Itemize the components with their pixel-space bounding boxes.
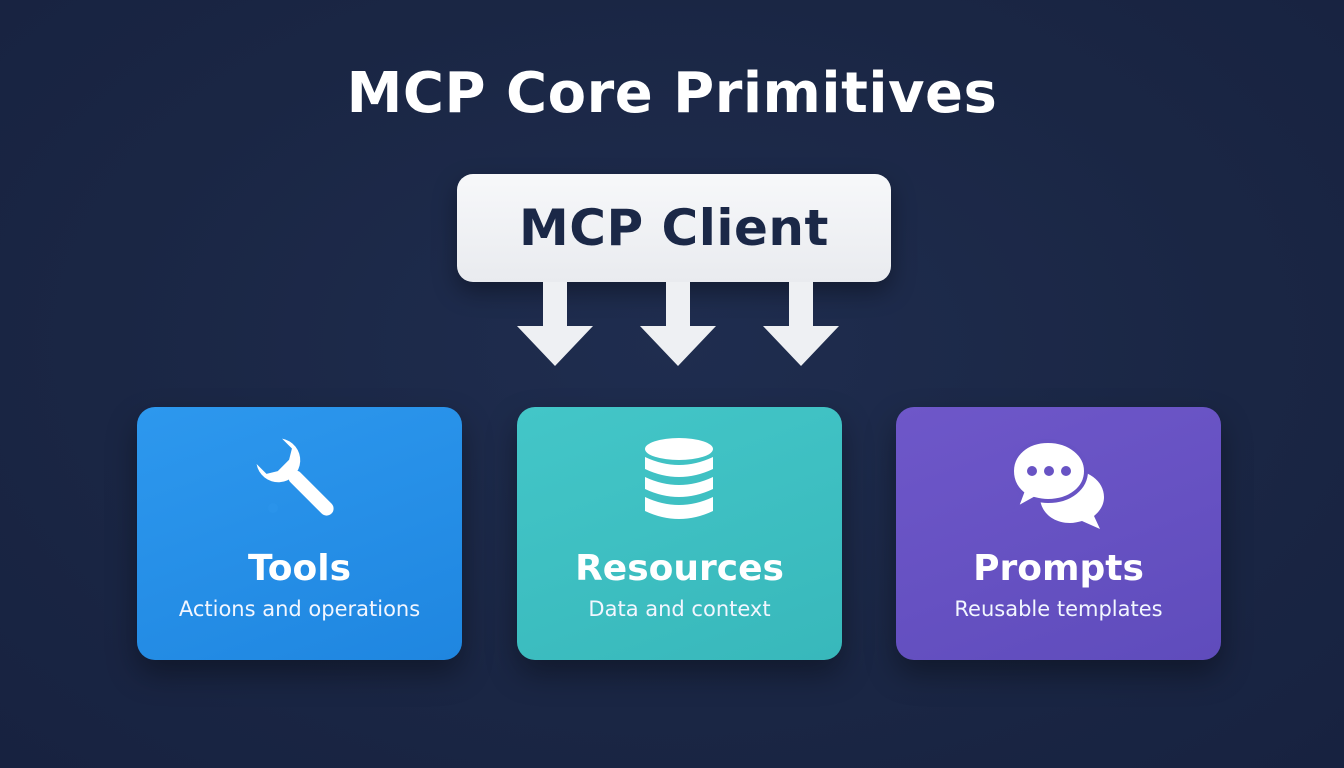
- resources-title: Resources: [575, 548, 784, 589]
- resources-card: Resources Data and context: [517, 407, 842, 660]
- arrow-to-prompts: [763, 282, 839, 366]
- wrench-icon: [256, 438, 334, 516]
- mcp-client-label: MCP Client: [519, 199, 829, 257]
- prompts-title: Prompts: [973, 548, 1144, 589]
- arrow-to-tools: [517, 282, 593, 366]
- tools-subtitle: Actions and operations: [178, 597, 421, 621]
- prompts-card: Prompts Reusable templates: [896, 407, 1221, 660]
- diagram-title: MCP Core Primitives: [346, 61, 998, 126]
- tools-title: Tools: [247, 548, 351, 589]
- resources-subtitle: Data and context: [588, 597, 771, 621]
- arrow-to-resources: [640, 282, 716, 366]
- mcp-client-box: MCP Client: [457, 174, 891, 282]
- chat-bubbles-icon: [1009, 438, 1104, 529]
- tools-card: Tools Actions and operations: [137, 407, 462, 660]
- database-icon: [645, 438, 713, 519]
- prompts-subtitle: Reusable templates: [954, 597, 1163, 621]
